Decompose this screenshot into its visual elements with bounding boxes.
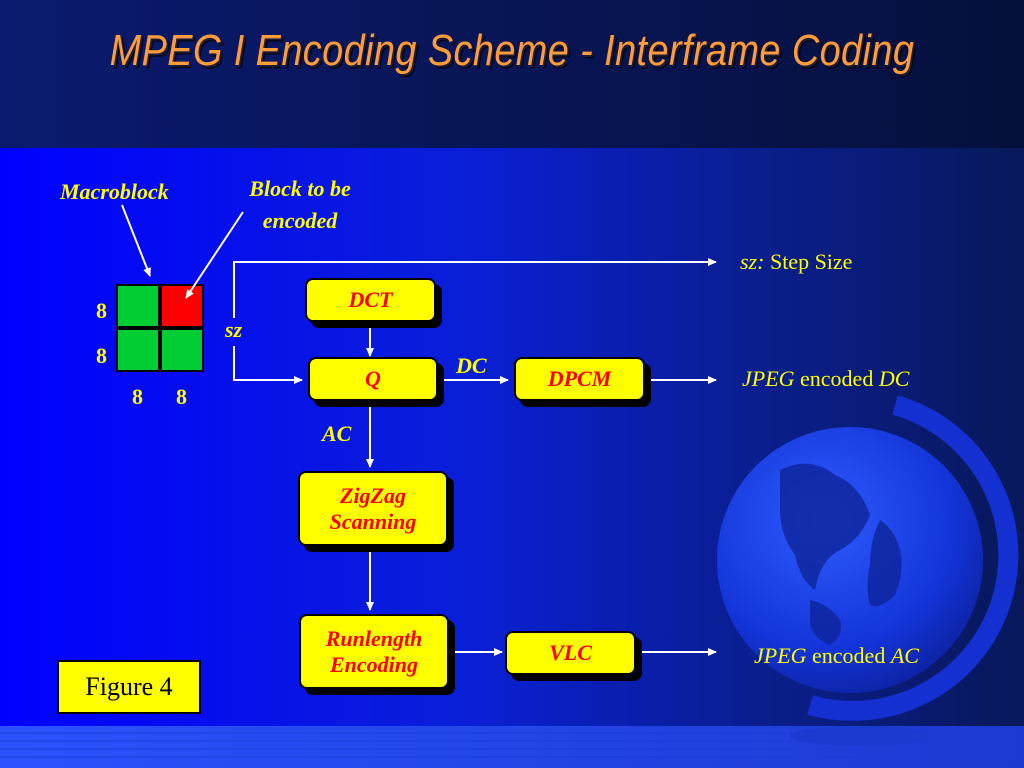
macroblock-cell-top-right: [160, 284, 204, 328]
jpeg-text: JPEG: [754, 643, 807, 668]
encoded-text: encoded: [800, 366, 874, 391]
dimension-label: 8: [176, 384, 187, 409]
macroblock-cell-bottom-right: [160, 328, 204, 372]
macroblock-label: Macroblock: [60, 179, 169, 204]
vlc-box: VLC: [505, 631, 636, 675]
dimension-label: 8: [132, 384, 143, 409]
jpeg-dc-output-label: JPEG encoded DC: [742, 366, 909, 392]
block-to-be-encoded-label: Block to be encoded: [249, 176, 351, 233]
globe-graphic: [717, 395, 1019, 746]
dpcm-box: DPCM: [514, 357, 645, 401]
dc-label: DC: [456, 353, 487, 378]
sz-prefix: sz:: [740, 249, 765, 274]
dimension-label: 8: [96, 298, 107, 323]
encoded-text: encoded: [812, 643, 886, 668]
ac-label: AC: [322, 421, 352, 446]
zigzag-scanning-box: ZigZag Scanning: [298, 471, 448, 546]
macroblock-cell-bottom-left: [116, 328, 160, 372]
quantizer-box: Q: [308, 357, 438, 401]
dc-text: DC: [878, 366, 910, 391]
sz-label: sz: [225, 317, 243, 342]
step-size-output-label: sz: Step Size: [740, 249, 852, 275]
jpeg-text: JPEG: [742, 366, 795, 391]
figure-label: Figure 4: [57, 660, 201, 714]
page-title: MPEG I Encoding Scheme - Interframe Codi…: [109, 26, 915, 75]
dct-box: DCT: [305, 278, 436, 322]
jpeg-ac-output-label: JPEG encoded AC: [754, 643, 919, 669]
dimension-label: 8: [96, 343, 107, 368]
step-size-text: Step Size: [769, 249, 853, 274]
runlength-encoding-box: Runlength Encoding: [299, 614, 449, 689]
ac-text: AC: [890, 643, 919, 668]
macroblock-cell-top-left: [116, 284, 160, 328]
